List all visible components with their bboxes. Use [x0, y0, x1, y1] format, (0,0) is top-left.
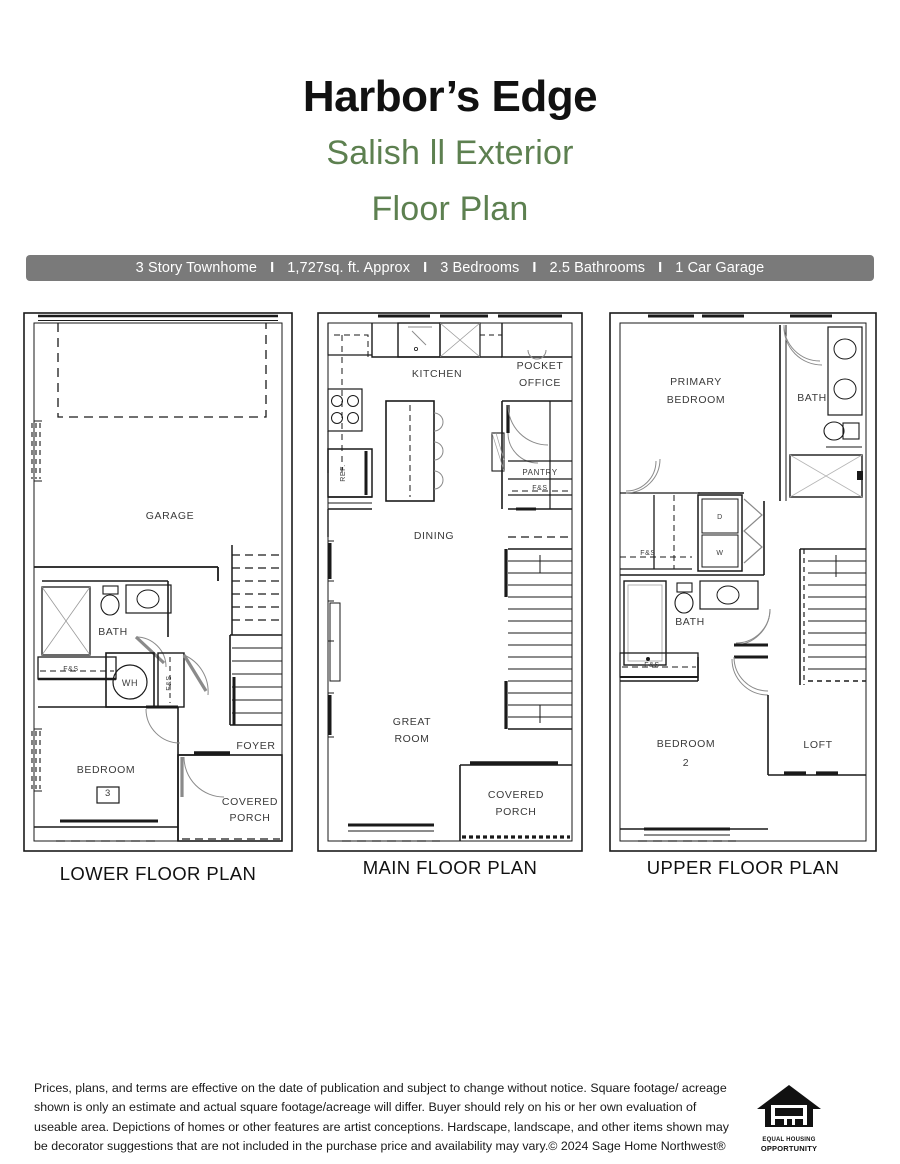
fixture-label: W [716, 550, 723, 557]
house-icon [757, 1085, 821, 1128]
spec-separator: I [658, 260, 663, 277]
community-title: Harbor’s Edge [302, 72, 598, 121]
spec-stories: 3 Story Townhome [135, 260, 258, 277]
room-label: PRIMARY [670, 376, 722, 388]
page-footer: Prices, plans, and terms are effective o… [34, 1079, 866, 1156]
lower-floor-caption: LOWER FLOOR PLAN [59, 863, 257, 885]
spec-bedrooms: 3 Bedrooms [440, 260, 520, 277]
fixture-label: REF. [340, 464, 347, 482]
upper-floor-caption: UPPER FLOOR PLAN [646, 857, 840, 879]
room-label: ROOM [394, 733, 429, 745]
room-label: COVERED [222, 796, 278, 808]
eho-caption-line1: EQUAL HOUSING [762, 1137, 816, 1144]
room-label: GREAT [393, 716, 431, 728]
page-header: Harbor’s Edge Salish ll Exterior Floor P… [0, 0, 900, 231]
room-label: PORCH [496, 806, 537, 818]
fixture-label: F&S [532, 485, 547, 492]
main-floor-drawing: KITCHEN POCKET OFFICE PANTRY DINING GREA… [317, 312, 583, 853]
fixture-label: F&S [640, 550, 655, 557]
room-label: BEDROOM [77, 764, 135, 776]
room-label: WH [122, 678, 138, 688]
spec-sqft: 1,727sq. ft. Approx [287, 260, 411, 277]
room-label: LOFT [803, 739, 832, 751]
fixture-label: F&S [644, 662, 659, 669]
room-label: 3 [105, 788, 111, 799]
room-label: GARAGE [146, 510, 195, 522]
room-label: 2 [683, 757, 689, 769]
plan-name-title: Salish ll Exterior [326, 134, 574, 173]
room-label: BATH [675, 616, 705, 628]
main-floor-caption: MAIN FLOOR PLAN [362, 857, 538, 879]
document-type-title: Floor Plan [371, 189, 529, 228]
room-label: PANTRY [522, 468, 557, 477]
room-label: FOYER [236, 740, 275, 752]
lower-floor-drawing: GARAGE BATH WH BEDROOM 3 FOYER COVERED P… [23, 312, 293, 853]
room-label: BATH [797, 392, 827, 404]
upper-floor-drawing: PRIMARY BEDROOM BATH BATH BEDROOM 2 LOFT… [609, 312, 877, 853]
eho-caption-line2: OPPORTUNITY [760, 1144, 818, 1154]
room-label: OFFICE [519, 377, 561, 389]
room-label: KITCHEN [412, 368, 462, 380]
legal-disclaimer: Prices, plans, and terms are effective o… [34, 1081, 729, 1153]
fixture-label: F&S [63, 666, 78, 673]
room-label: POCKET [517, 360, 564, 372]
fixture-label: D [717, 514, 723, 521]
fixture-label: F&S [166, 676, 173, 691]
bedroom-number-box [96, 786, 120, 804]
equal-housing-opportunity-logo: EQUAL HOUSING OPPORTUNITY [748, 1083, 830, 1154]
room-label: DINING [414, 530, 454, 542]
spec-separator: I [270, 260, 275, 277]
spec-separator: I [532, 260, 537, 277]
room-label: COVERED [488, 789, 544, 801]
specs-bar: 3 Story Townhome I 1,727sq. ft. Approx I… [26, 255, 874, 282]
spec-garage: 1 Car Garage [675, 260, 765, 277]
room-label: BEDROOM [667, 394, 725, 406]
floor-plans-row: GARAGE BATH WH BEDROOM 3 FOYER COVERED P… [0, 305, 900, 895]
spec-bathrooms: 2.5 Bathrooms [549, 260, 646, 277]
spec-separator: I [423, 260, 428, 277]
room-label: BATH [98, 626, 128, 638]
room-label: PORCH [230, 812, 271, 824]
room-label: BEDROOM [657, 738, 715, 750]
